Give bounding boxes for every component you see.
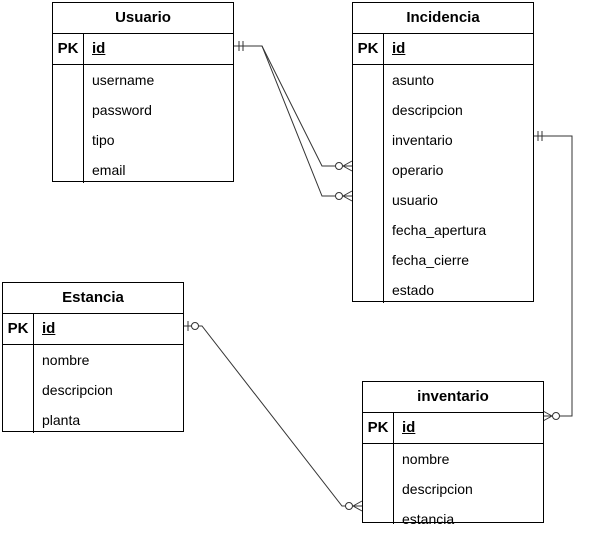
field-nombre: nombre	[42, 352, 90, 368]
primary-key-row: PK id	[3, 314, 183, 345]
connector-line	[183, 325, 362, 507]
connector-line	[233, 45, 352, 167]
entity-estancia[interactable]: Estancia PK id nombre descripcion planta	[2, 282, 184, 433]
pk-label: PK	[363, 413, 394, 443]
pk-field: id	[42, 320, 56, 337]
crowfoot-mark	[342, 190, 353, 197]
pk-field: id	[402, 419, 416, 436]
field-usuario: usuario	[392, 192, 438, 208]
relationship-usuario-operario	[233, 41, 353, 172]
crowfoot-mark	[352, 500, 363, 507]
relationship-estancia-inventario	[183, 321, 363, 512]
field-fecha-cierre: fecha_cierre	[392, 252, 470, 268]
zero-mark	[335, 192, 343, 200]
field-inventario: inventario	[392, 132, 453, 148]
entity-inventario[interactable]: inventario PK id nombre descripcion esta…	[362, 381, 544, 527]
key-column	[353, 65, 384, 303]
zero-mark	[335, 162, 343, 170]
key-column	[3, 345, 34, 433]
key-column	[53, 65, 84, 183]
field-asunto: asunto	[392, 72, 435, 88]
relationship-inventario-incidencia	[533, 131, 573, 422]
crowfoot-mark	[342, 160, 353, 167]
field-username: username	[92, 72, 155, 88]
pk-label: PK	[3, 314, 34, 344]
field-list: nombre descripcion estancia	[394, 444, 543, 527]
field-descripcion: descripcion	[402, 481, 473, 497]
crowfoot-mark	[342, 195, 353, 202]
crowfoot-mark	[352, 505, 363, 512]
field-list: username password tipo email	[84, 65, 233, 183]
entity-title: Incidencia	[353, 3, 533, 34]
relationship-usuario-usuario	[233, 45, 353, 202]
entity-title: Usuario	[53, 3, 233, 34]
primary-key-row: PK id	[353, 34, 533, 65]
crowfoot-mark	[542, 410, 553, 417]
field-list: asunto descripcion inventario operario u…	[384, 65, 533, 303]
field-descripcion: descripcion	[392, 102, 463, 118]
entity-title: inventario	[363, 382, 543, 413]
field-tipo: tipo	[92, 132, 115, 148]
crowfoot-mark	[342, 165, 353, 172]
primary-key-row: PK id	[53, 34, 233, 65]
field-list: nombre descripcion planta	[34, 345, 183, 433]
zero-mark	[345, 502, 353, 510]
zero-mark	[552, 412, 560, 420]
connector-line	[533, 135, 573, 417]
entity-title: Estancia	[3, 283, 183, 314]
crowfoot-mark	[542, 415, 553, 422]
field-email: email	[92, 162, 126, 178]
pk-label: PK	[353, 34, 384, 64]
field-nombre: nombre	[402, 451, 450, 467]
connector-line	[233, 45, 352, 197]
pk-field: id	[92, 40, 106, 57]
zero-mark	[191, 322, 199, 330]
key-column	[363, 444, 394, 524]
field-fecha-apertura: fecha_apertura	[392, 222, 487, 238]
pk-field: id	[392, 40, 406, 57]
entity-incidencia[interactable]: Incidencia PK id asunto descripcion inve…	[352, 2, 534, 303]
entity-usuario[interactable]: Usuario PK id username password tipo ema…	[52, 2, 234, 183]
field-estado: estado	[392, 282, 435, 298]
field-estancia: estancia	[402, 511, 455, 527]
primary-key-row: PK id	[363, 413, 543, 444]
pk-label: PK	[53, 34, 84, 64]
field-planta: planta	[42, 412, 81, 428]
field-descripcion: descripcion	[42, 382, 113, 398]
field-operario: operario	[392, 162, 444, 178]
field-password: password	[92, 102, 152, 118]
